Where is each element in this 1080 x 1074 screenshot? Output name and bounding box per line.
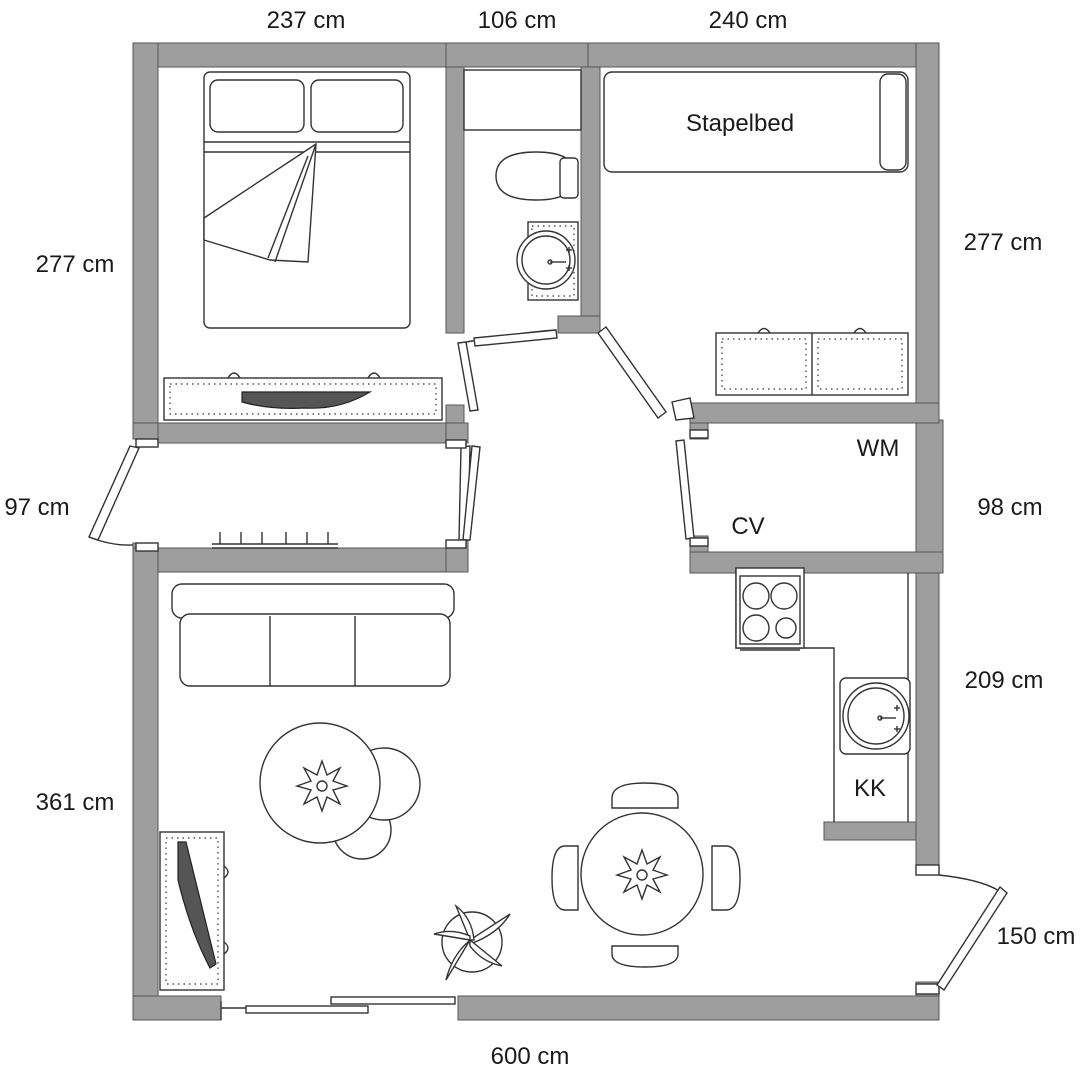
room-label-bunk-bed: Stapelbed xyxy=(686,110,794,137)
burner-4 xyxy=(775,617,797,639)
wall-right-bedroom xyxy=(915,42,940,424)
dim-left-hall: 97 cm xyxy=(4,494,69,521)
wall-hall-bottom xyxy=(157,547,469,573)
pillow-right xyxy=(310,79,404,133)
wall-bedroom-toilet-end xyxy=(445,404,465,424)
entrance-door xyxy=(915,864,1008,995)
hall-radiator xyxy=(212,532,338,549)
kitchen: KK xyxy=(735,567,911,822)
chair-left xyxy=(551,845,579,911)
dining-set xyxy=(551,782,741,968)
wall-kitchen-bottom xyxy=(823,821,917,841)
wall-bunk-bottom xyxy=(689,402,940,424)
room-label-kitchen: KK xyxy=(854,775,886,802)
wall-top-middle xyxy=(445,42,589,68)
duvet-fold xyxy=(203,142,317,263)
bunk-room-door xyxy=(597,326,695,421)
pillow-left xyxy=(209,79,305,133)
dim-top-left: 237 cm xyxy=(267,7,346,34)
wall-top-right xyxy=(587,42,940,68)
wall-left-living xyxy=(132,547,159,1021)
walls xyxy=(132,42,944,1021)
dim-top-middle: 106 cm xyxy=(478,7,557,34)
doors xyxy=(88,326,1008,1020)
hall-left-door xyxy=(88,438,159,552)
dim-right-kitchen: 209 cm xyxy=(965,667,1044,694)
sliding-door xyxy=(220,996,456,1020)
bunk-bed-pillow xyxy=(879,73,907,171)
wall-bedroom-toilet xyxy=(445,66,465,334)
burner-1 xyxy=(742,582,770,610)
dim-left-bedroom: 277 cm xyxy=(36,251,115,278)
wall-utility-bottom xyxy=(689,551,944,574)
wall-bedroom-bottom xyxy=(157,422,469,444)
utility-room: WM CV xyxy=(731,435,899,540)
room-label-boiler: CV xyxy=(731,513,764,540)
dim-top-right: 240 cm xyxy=(709,7,788,34)
toilet-tank xyxy=(559,157,579,199)
kitchen-sink-icon xyxy=(842,682,910,750)
wall-left-bedroom xyxy=(132,42,159,424)
wall-left-hall-top xyxy=(132,422,159,440)
shower-shelf xyxy=(463,69,582,131)
bunk-bed: Stapelbed xyxy=(603,71,909,173)
wall-bottom-right xyxy=(457,995,940,1021)
tv-icon xyxy=(241,391,373,409)
tv-icon-living xyxy=(177,841,217,969)
chair-top xyxy=(611,782,679,809)
dim-bottom-total: 600 cm xyxy=(491,1043,570,1070)
chair-right xyxy=(711,845,741,911)
dim-right-utility: 98 cm xyxy=(977,494,1042,521)
bedroom-door xyxy=(457,329,558,412)
bunk-room-cabinet xyxy=(715,327,909,396)
dimension-labels: 237 cm 106 cm 240 cm 277 cm 277 cm 97 cm… xyxy=(4,7,1075,1070)
bedroom-tv-cabinet xyxy=(163,372,443,421)
wall-top-left xyxy=(132,42,447,68)
tv-cabinet-living xyxy=(159,831,229,991)
utility-door xyxy=(675,429,709,547)
wall-toilet-bottom xyxy=(557,315,601,334)
wall-bottom-left xyxy=(132,995,222,1021)
wall-right-utility xyxy=(915,419,944,574)
room-label-washing-machine: WM xyxy=(857,435,900,462)
hall-right-door xyxy=(445,439,481,549)
chair-bottom xyxy=(611,945,679,968)
plant-icon-dining xyxy=(614,847,670,902)
double-bed xyxy=(203,71,411,329)
dim-right-entrance: 150 cm xyxy=(997,923,1076,950)
potted-plant xyxy=(433,903,511,981)
dim-right-bedroom: 277 cm xyxy=(964,229,1043,256)
burner-3 xyxy=(742,614,770,642)
toilet-room xyxy=(463,69,582,301)
bathroom-sink-icon xyxy=(516,230,576,290)
wall-right-kitchen xyxy=(915,572,940,866)
coffee-table-set xyxy=(259,722,421,860)
plant-icon xyxy=(294,758,350,814)
burner-2 xyxy=(770,582,798,610)
dim-left-living: 361 cm xyxy=(36,789,115,816)
sofa xyxy=(171,583,455,687)
wall-toilet-bunk xyxy=(580,66,601,334)
